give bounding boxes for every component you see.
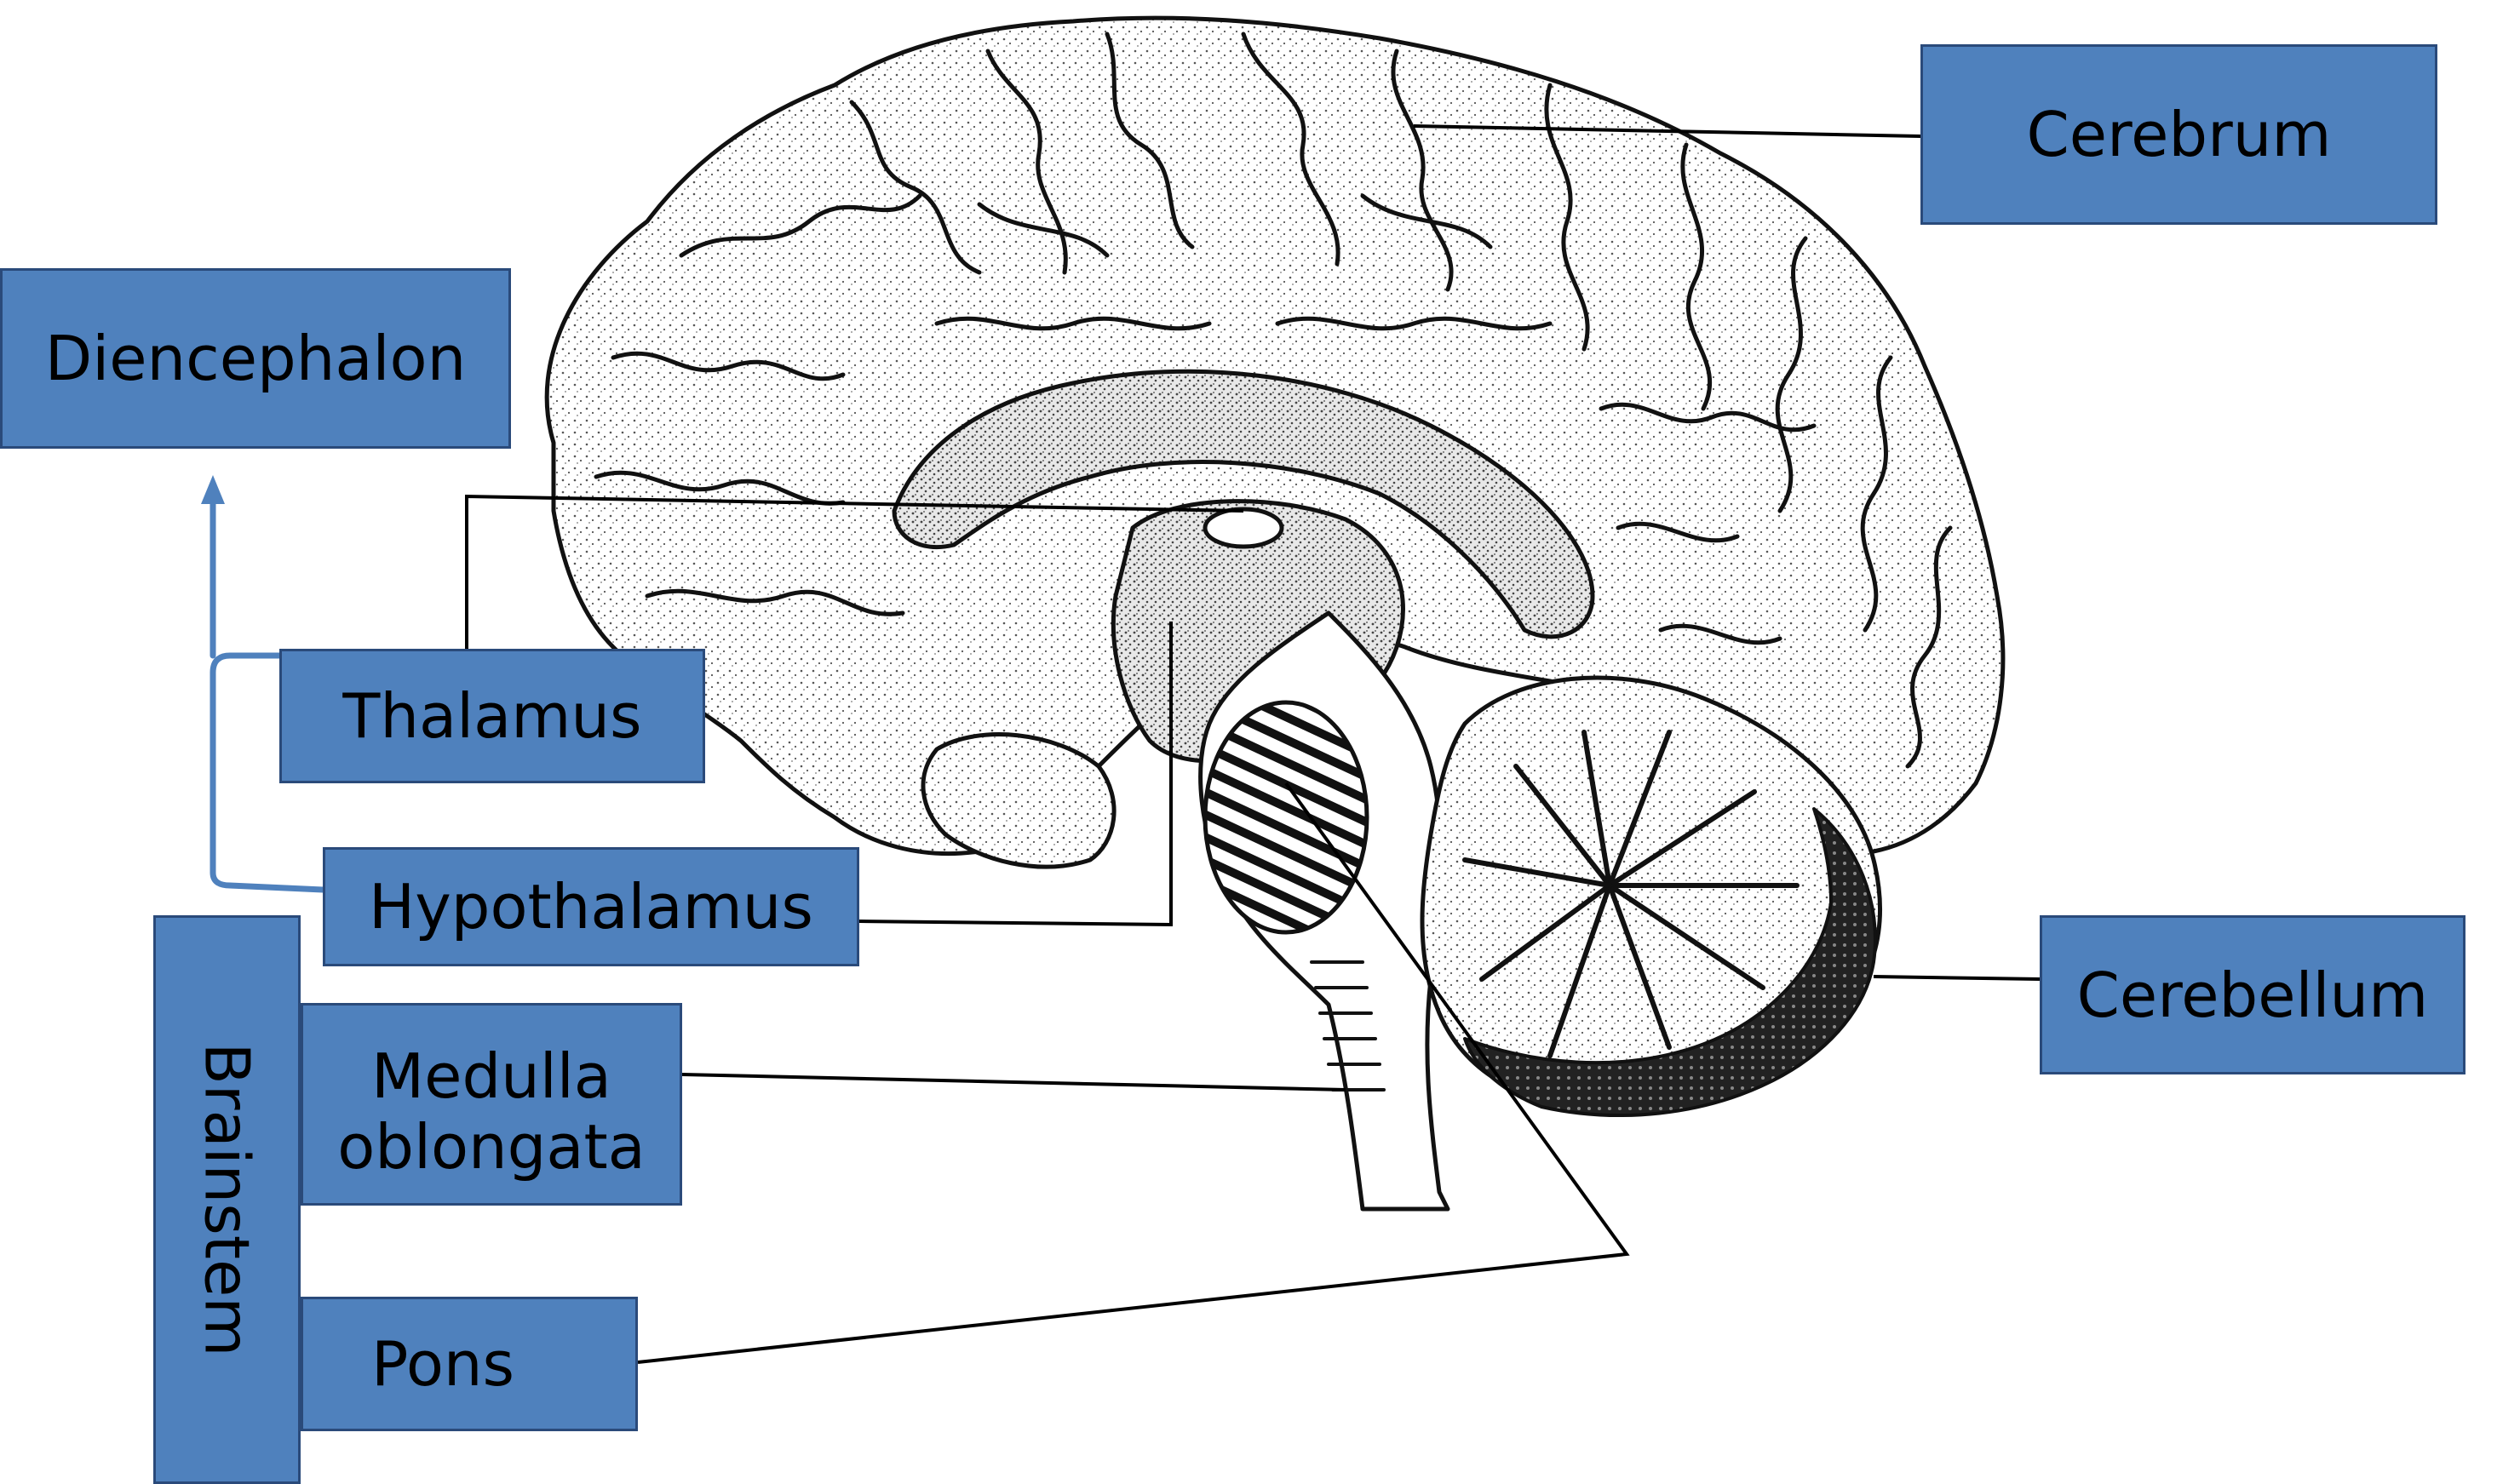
brainstem-label: Brainstem	[191, 1042, 263, 1357]
medulla-leader-line	[681, 1073, 1346, 1092]
cerebrum-leader-line	[1413, 124, 1921, 138]
medulla-oblongata-label-box: Medulla oblongata	[301, 1003, 682, 1206]
cerebral-gyri	[594, 32, 1953, 769]
thalamus-leader-line	[465, 494, 1244, 649]
cerebellum-label: Cerebellum	[2076, 959, 2429, 1031]
diencephalon-label-box: Diencephalon	[0, 268, 511, 449]
leader-lines	[465, 124, 2041, 1364]
diencephalon-bracket	[210, 499, 327, 893]
pons-label-box: Pons	[301, 1297, 638, 1431]
corpus-callosum	[892, 369, 1595, 639]
cerebellum-dark-folia	[1463, 807, 1877, 1117]
pons-label: Pons	[371, 1328, 515, 1400]
thalamus-label-box: Thalamus	[279, 649, 705, 783]
hypothalamus-leader-line	[858, 622, 1173, 927]
thalamus-structure	[1203, 507, 1284, 549]
brainstem-label-box: Brainstem	[153, 915, 301, 1484]
brain-illustration	[544, 15, 2006, 1212]
hypothalamus-label-box: Hypothalamus	[323, 847, 859, 966]
medulla-oblongata-label: Medulla oblongata	[337, 1040, 646, 1183]
bracket-line	[210, 652, 327, 893]
thalamus-label: Thalamus	[342, 680, 642, 752]
cerebellum-label-box: Cerebellum	[2040, 915, 2465, 1074]
diencephalon-label: Diencephalon	[44, 323, 467, 394]
medulla-striations	[1310, 960, 1386, 1092]
pons-structure	[1203, 700, 1369, 935]
temporal-lobe	[921, 732, 1116, 869]
cerebrum-label-box: Cerebrum	[1920, 44, 2437, 225]
arbor-vitae	[1462, 730, 1800, 1058]
cerebellum-leader-line	[1873, 975, 2041, 981]
cerebrum-label: Cerebrum	[2026, 99, 2332, 170]
pons-leader-line	[637, 782, 1630, 1364]
hypothalamus-label: Hypothalamus	[369, 871, 813, 943]
up-arrow-icon	[201, 475, 225, 504]
